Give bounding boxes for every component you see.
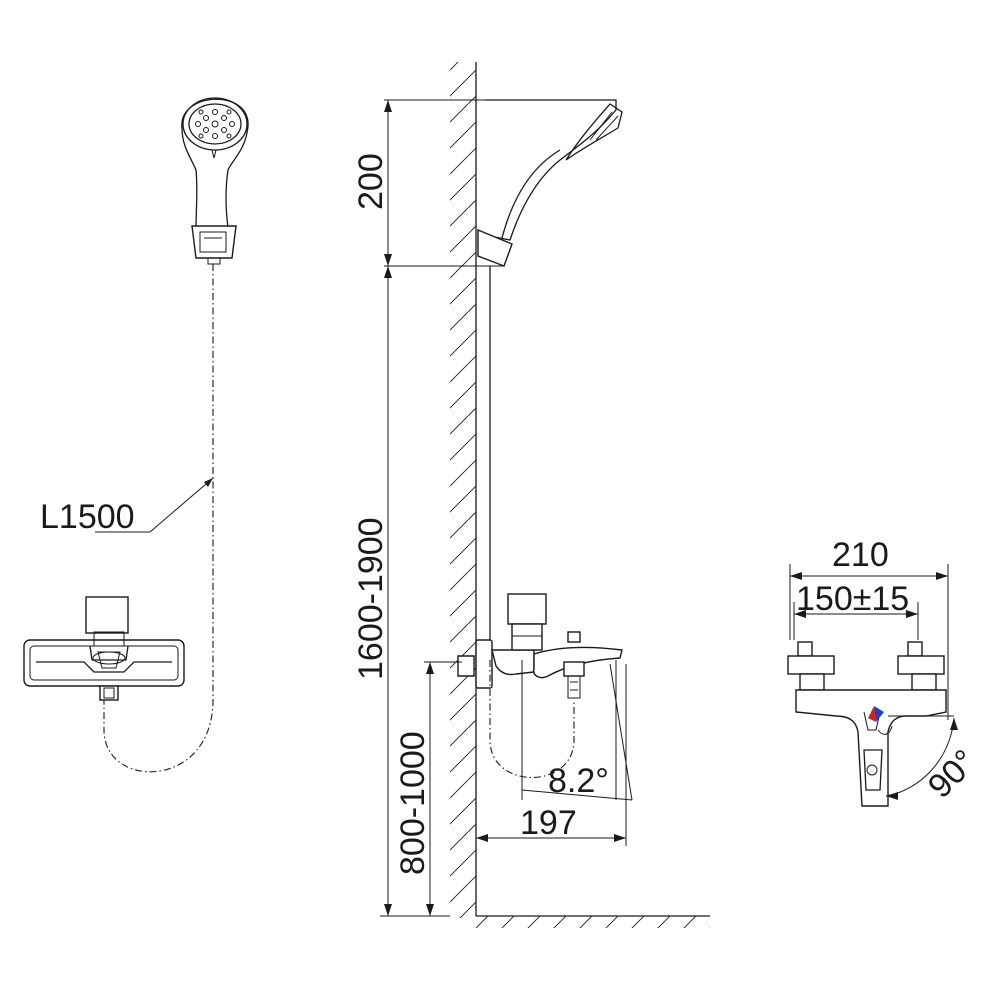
- floor-hatch: [476, 916, 710, 928]
- overall-width-label: 210: [832, 536, 889, 574]
- wall-hatch: [450, 62, 476, 918]
- head-height-label: 200: [352, 153, 390, 210]
- side-hose-line: [489, 660, 575, 779]
- spout-angle-label: 8.2°: [548, 762, 609, 800]
- front-view: L1500: [23, 97, 249, 773]
- side-view: 200 1600-1900 800-1000 8.2° 197: [352, 62, 710, 928]
- bar-height-label: 1600-1900: [352, 517, 390, 680]
- mixer-top-icon: [787, 641, 954, 807]
- hot-marker: [868, 706, 876, 722]
- center-distance-label: 150±15: [796, 580, 909, 618]
- spray-nozzles: [195, 109, 235, 139]
- hose-leader: [149, 477, 214, 533]
- cold-marker: [874, 706, 884, 722]
- spout-reach-label: 197: [520, 804, 577, 842]
- hose-line: [103, 264, 214, 773]
- hand-shower-icon: [181, 97, 249, 265]
- mixer-front-icon: [23, 596, 185, 701]
- mixer-height-label: 800-1000: [394, 731, 432, 875]
- top-view: 210 150±15 90°: [787, 536, 984, 807]
- mixer-side-icon: [457, 99, 623, 699]
- hose-length-label: L1500: [40, 498, 135, 536]
- handle-rotation-label: 90°: [921, 742, 984, 805]
